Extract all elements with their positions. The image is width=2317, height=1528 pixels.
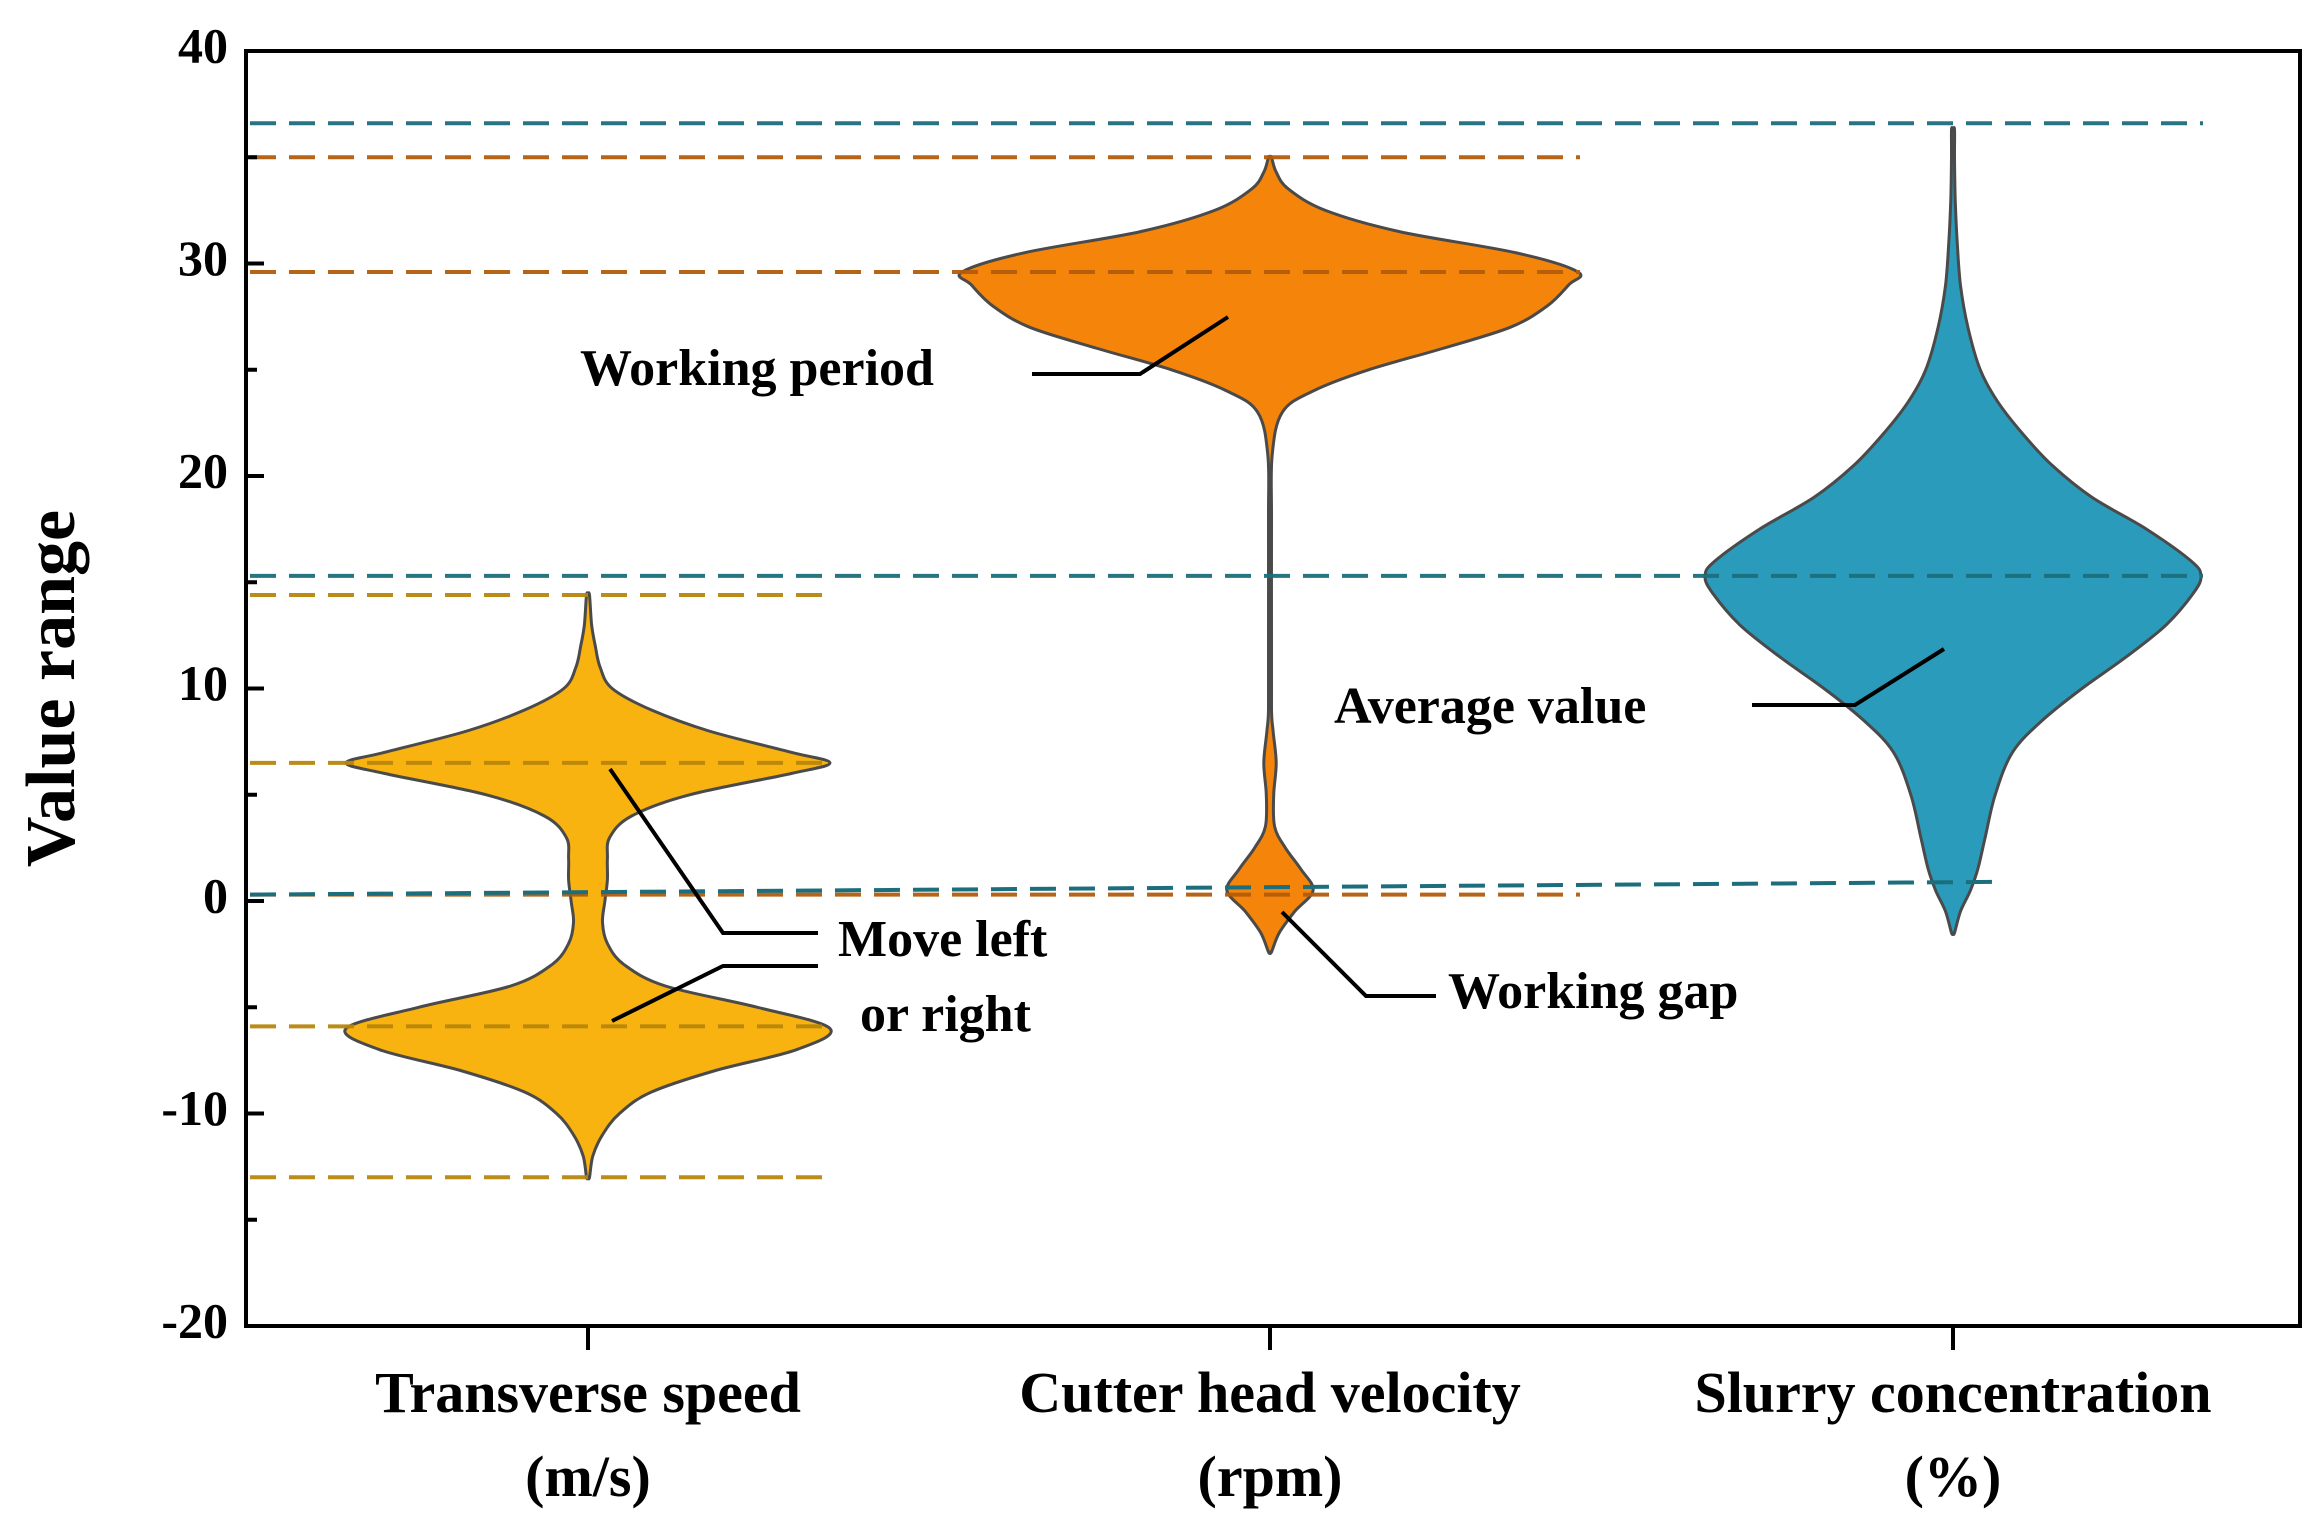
leader-line-working-gap — [1280, 910, 1436, 998]
y-tick-label: -10 — [161, 1080, 228, 1136]
reference-line-sloped — [249, 879, 1999, 897]
x-category-unit: (m/s) — [525, 1444, 651, 1509]
x-category-unit: (%) — [1905, 1444, 2002, 1509]
annotations: Working period Average value Move left o… — [580, 315, 1946, 1043]
annotation-working-period: Working period — [580, 340, 934, 397]
annotation-working-gap: Working gap — [1448, 963, 1738, 1020]
leader-line-move-left-lower — [611, 964, 818, 1023]
x-category-label: Transverse speed — [375, 1360, 801, 1425]
x-category-label: Cutter head velocity — [1019, 1360, 1521, 1425]
y-tick-label: 10 — [178, 655, 228, 711]
y-tick-label: -20 — [161, 1292, 228, 1348]
leader-line-move-left-upper — [608, 767, 818, 935]
leader-line-average-value — [1752, 647, 1946, 707]
plot-layer — [249, 121, 2203, 1181]
y-tick-label: 40 — [178, 17, 228, 73]
leader-line-working-period — [1032, 315, 1230, 376]
y-tick-label: 0 — [203, 867, 228, 923]
violin-2 — [1703, 126, 2203, 936]
violin-1 — [957, 154, 1583, 955]
annotation-move-left: Move left — [838, 911, 1048, 968]
y-tick-label: 30 — [178, 230, 228, 286]
x-category-unit: (rpm) — [1198, 1444, 1343, 1509]
annotation-average-value: Average value — [1334, 678, 1646, 735]
y-tick-label: 20 — [178, 442, 228, 498]
y-axis: 40 30 20 10 0 -10 -20 — [161, 17, 264, 1348]
x-axis: Transverse speed (m/s) Cutter head veloc… — [375, 1326, 2212, 1509]
annotation-or-right: or right — [860, 986, 1032, 1043]
x-category-label: Slurry concentration — [1694, 1360, 2211, 1425]
y-axis-label: Value range — [13, 510, 90, 867]
violin-0 — [343, 591, 833, 1181]
